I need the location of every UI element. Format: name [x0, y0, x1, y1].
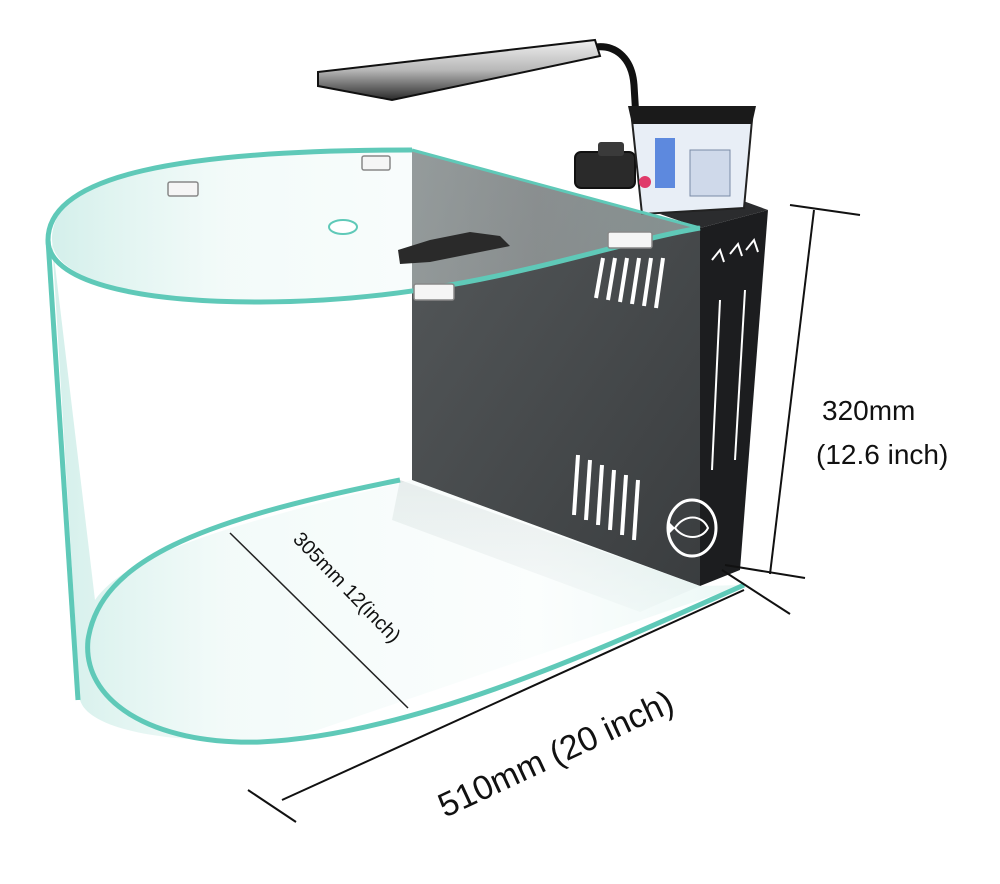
height-dimension-line — [724, 204, 861, 579]
width-dimension-line — [247, 569, 791, 823]
glass-lid-clips — [167, 155, 653, 301]
height-inch-label: (12.6 inch) — [816, 439, 948, 470]
water-outlet-nozzle — [398, 232, 510, 264]
tank-left-edge — [45, 239, 81, 701]
lamp-head — [317, 38, 602, 102]
led-lamp — [317, 38, 640, 122]
tank-bottom-rim — [85, 477, 746, 745]
height-label: 320mm — [822, 395, 915, 426]
filter-pump — [574, 142, 636, 189]
vent-slots-bottom — [572, 454, 640, 541]
tank-front-glass — [52, 150, 744, 741]
width-label: 510mm (20 inch) — [432, 683, 679, 825]
protein-skimmer — [628, 106, 756, 216]
tank-top-rim — [45, 147, 701, 305]
fish-logo — [666, 498, 718, 558]
glass-tank — [45, 147, 746, 745]
feeding-hole — [328, 219, 358, 235]
vent-slots-top — [594, 257, 665, 309]
depth-dimension-line — [229, 532, 409, 709]
